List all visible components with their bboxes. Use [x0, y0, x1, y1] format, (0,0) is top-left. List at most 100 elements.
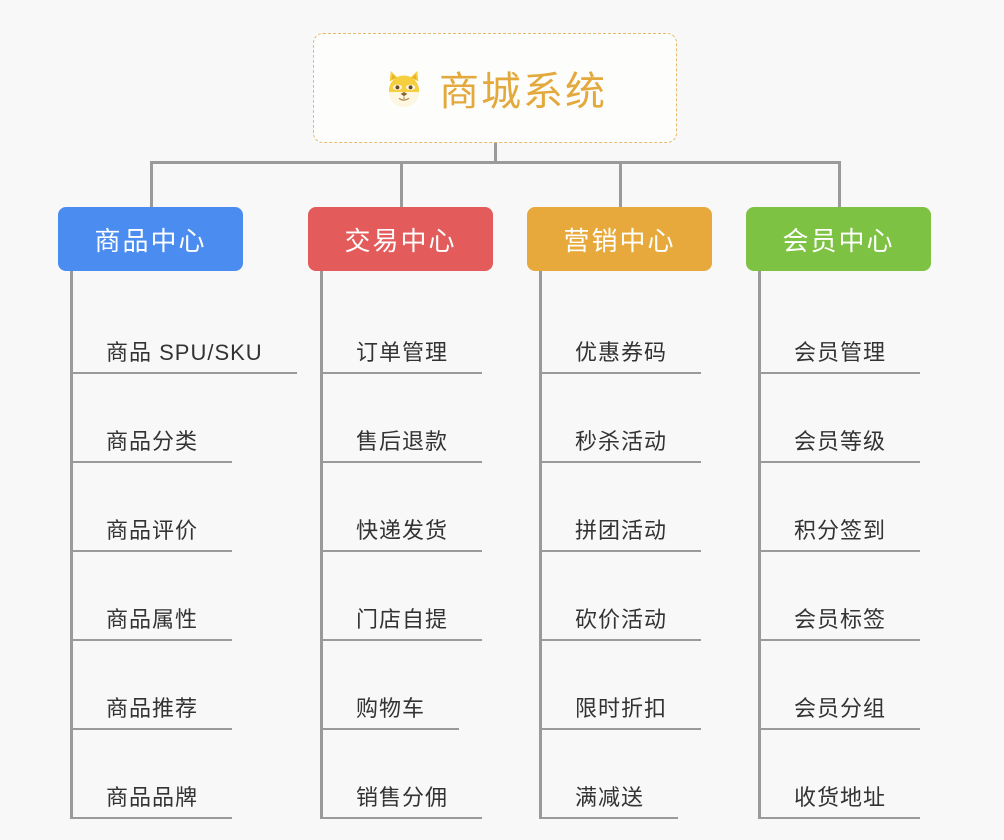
leaf-label: 快递发货 — [356, 518, 449, 543]
connector-drop-2 — [400, 161, 403, 207]
leaf-item[interactable]: 积分签到 — [746, 463, 931, 552]
leaf-label: 满减送 — [575, 785, 645, 810]
category-label: 商品中心 — [94, 225, 207, 256]
leaf-underline: 拼团活动 — [539, 513, 702, 552]
leaf-underline: 商品评价 — [70, 513, 233, 552]
leaf-label: 售后退款 — [356, 429, 449, 454]
leaf-item[interactable]: 会员分组 — [746, 641, 931, 730]
leaf-underline: 商品分类 — [70, 424, 233, 463]
leaf-underline: 商品 SPU/SKU — [70, 335, 297, 374]
connector-trunk — [70, 271, 73, 819]
leaf-item[interactable]: 订单管理 — [308, 285, 493, 374]
leaf-item[interactable]: 优惠券码 — [527, 285, 712, 374]
leaf-label: 限时折扣 — [575, 696, 668, 721]
leaf-item[interactable]: 商品品牌 — [58, 730, 243, 819]
leaf-label: 商品分类 — [106, 429, 199, 454]
leaf-label: 商品属性 — [106, 607, 199, 632]
category-column: 营销中心优惠券码秒杀活动拼团活动砍价活动限时折扣满减送 — [527, 207, 712, 819]
leaf-underline: 收货地址 — [758, 780, 921, 819]
leaf-item[interactable]: 会员等级 — [746, 374, 931, 463]
leaf-underline: 秒杀活动 — [539, 424, 702, 463]
leaf-label: 会员分组 — [794, 696, 887, 721]
connector-trunk — [539, 271, 542, 819]
leaf-label: 砍价活动 — [575, 607, 668, 632]
leaf-label: 商品推荐 — [106, 696, 199, 721]
leaf-underline: 商品品牌 — [70, 780, 233, 819]
leaf-item[interactable]: 门店自提 — [308, 552, 493, 641]
leaf-item[interactable]: 商品 SPU/SKU — [58, 285, 297, 374]
leaf-underline: 满减送 — [539, 780, 679, 819]
leaf-list: 订单管理售后退款快递发货门店自提购物车销售分佣 — [308, 271, 493, 819]
leaf-item[interactable]: 会员管理 — [746, 285, 931, 374]
connector-root-stem — [494, 143, 497, 163]
leaf-item[interactable]: 商品推荐 — [58, 641, 243, 730]
root-title: 商城系统 — [439, 70, 607, 114]
leaf-label: 收货地址 — [794, 785, 887, 810]
leaf-label: 会员管理 — [794, 340, 887, 365]
leaf-label: 订单管理 — [356, 340, 449, 365]
leaf-item[interactable]: 商品属性 — [58, 552, 243, 641]
root-node-mall-system[interactable]: 商城系统 — [313, 33, 677, 143]
leaf-list: 商品 SPU/SKU 商品分类商品评价商品属性商品推荐商品品牌 — [58, 271, 297, 819]
leaf-item[interactable]: 会员标签 — [746, 552, 931, 641]
leaf-item[interactable]: 售后退款 — [308, 374, 493, 463]
leaf-underline: 会员管理 — [758, 335, 921, 374]
leaf-label: 秒杀活动 — [575, 429, 668, 454]
leaf-underline: 会员分组 — [758, 691, 921, 730]
leaf-label: 门店自提 — [356, 607, 449, 632]
leaf-list: 会员管理会员等级积分签到会员标签会员分组收货地址 — [746, 271, 931, 819]
category-column: 交易中心订单管理售后退款快递发货门店自提购物车销售分佣 — [308, 207, 493, 819]
leaf-underline: 商品属性 — [70, 602, 233, 641]
category-column: 会员中心会员管理会员等级积分签到会员标签会员分组收货地址 — [746, 207, 931, 819]
leaf-label: 商品 SPU/SKU — [106, 340, 263, 365]
leaf-label: 购物车 — [356, 696, 426, 721]
leaf-label: 优惠券码 — [575, 340, 668, 365]
leaf-underline: 会员标签 — [758, 602, 921, 641]
leaf-item[interactable]: 销售分佣 — [308, 730, 493, 819]
leaf-item[interactable]: 快递发货 — [308, 463, 493, 552]
category-label: 交易中心 — [344, 225, 457, 256]
leaf-underline: 订单管理 — [320, 335, 483, 374]
leaf-underline: 积分签到 — [758, 513, 921, 552]
leaf-item[interactable]: 砍价活动 — [527, 552, 712, 641]
shiba-dog-icon — [383, 67, 425, 109]
category-box[interactable]: 商品中心 — [58, 207, 243, 271]
leaf-underline: 销售分佣 — [320, 780, 483, 819]
connector-trunk — [320, 271, 323, 819]
leaf-underline: 限时折扣 — [539, 691, 702, 730]
category-box[interactable]: 营销中心 — [527, 207, 712, 271]
category-label: 会员中心 — [782, 225, 895, 256]
category-box[interactable]: 会员中心 — [746, 207, 931, 271]
leaf-item[interactable]: 秒杀活动 — [527, 374, 712, 463]
connector-drop-3 — [619, 161, 622, 207]
leaf-item[interactable]: 满减送 — [527, 730, 712, 819]
leaf-label: 拼团活动 — [575, 518, 668, 543]
connector-drop-4 — [838, 161, 841, 207]
category-label: 营销中心 — [563, 225, 676, 256]
leaf-item[interactable]: 限时折扣 — [527, 641, 712, 730]
leaf-underline: 优惠券码 — [539, 335, 702, 374]
leaf-underline: 门店自提 — [320, 602, 483, 641]
leaf-underline: 砍价活动 — [539, 602, 702, 641]
leaf-label: 销售分佣 — [356, 785, 449, 810]
connector-trunk — [758, 271, 761, 819]
leaf-label: 商品品牌 — [106, 785, 199, 810]
leaf-underline: 快递发货 — [320, 513, 483, 552]
leaf-label: 会员标签 — [794, 607, 887, 632]
leaf-item[interactable]: 拼团活动 — [527, 463, 712, 552]
category-column: 商品中心商品 SPU/SKU 商品分类商品评价商品属性商品推荐商品品牌 — [58, 207, 297, 819]
leaf-label: 会员等级 — [794, 429, 887, 454]
leaf-item[interactable]: 商品评价 — [58, 463, 243, 552]
leaf-label: 积分签到 — [794, 518, 887, 543]
leaf-item[interactable]: 购物车 — [308, 641, 493, 730]
leaf-item[interactable]: 商品分类 — [58, 374, 243, 463]
connector-drop-1 — [150, 161, 153, 207]
leaf-label: 商品评价 — [106, 518, 199, 543]
leaf-item[interactable]: 收货地址 — [746, 730, 931, 819]
leaf-list: 优惠券码秒杀活动拼团活动砍价活动限时折扣满减送 — [527, 271, 712, 819]
leaf-underline: 售后退款 — [320, 424, 483, 463]
category-box[interactable]: 交易中心 — [308, 207, 493, 271]
connector-horizontal-bus — [150, 161, 840, 164]
leaf-underline: 会员等级 — [758, 424, 921, 463]
